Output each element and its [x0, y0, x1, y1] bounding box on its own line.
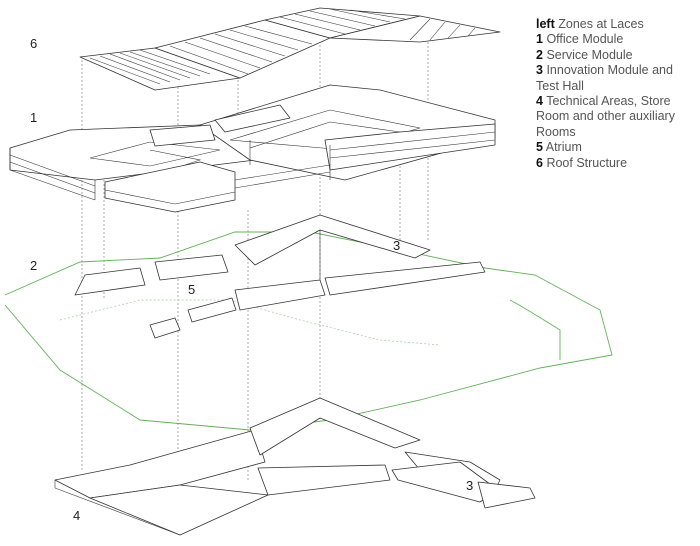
layer-labels: 6 1 2 3 5 3 4 — [30, 36, 473, 523]
legend-item: 4 Technical Areas, Store Room and other … — [536, 94, 696, 140]
legend-item: 1 Office Module — [536, 32, 696, 47]
label-technical: 4 — [73, 508, 80, 523]
legend-item-text: Technical Areas, Store Room and other au… — [536, 94, 675, 139]
label-office: 1 — [30, 110, 37, 125]
legend-item-text: Atrium — [545, 140, 582, 155]
legend-heading-key: left — [536, 17, 555, 31]
legend-item: 6 Roof Structure — [536, 156, 696, 171]
legend-item-key: 4 — [536, 94, 543, 109]
legend-heading-text: Zones at Laces — [558, 17, 644, 31]
label-service: 2 — [30, 258, 37, 273]
legend-item-key: 1 — [536, 32, 543, 47]
legend-item-key: 5 — [536, 140, 543, 155]
office-module-layer — [9, 84, 496, 213]
legend-item-text: Innovation Module and Test Hall — [536, 63, 673, 93]
legend-item-key: 3 — [536, 63, 543, 78]
roof-hatching — [89, 8, 476, 85]
technical-areas-layer — [54, 397, 536, 536]
legend-item: 3 Innovation Module and Test Hall — [536, 63, 696, 94]
legend-heading: left Zones at Laces — [536, 17, 696, 32]
service-module-layer — [4, 214, 613, 431]
legend-item-key: 6 — [536, 155, 543, 170]
site-outline — [4, 231, 613, 431]
legend-item-text: Service Module — [546, 47, 633, 62]
legend-item: 5 Atrium — [536, 140, 696, 155]
roof-structure-layer — [79, 7, 501, 91]
label-roof: 6 — [30, 36, 37, 51]
legend-item-key: 2 — [536, 47, 543, 62]
label-innovation-upper: 3 — [393, 238, 400, 253]
label-atrium: 5 — [188, 282, 195, 297]
label-innovation-lower: 3 — [466, 478, 473, 493]
legend-item: 2 Service Module — [536, 48, 696, 63]
legend: left Zones at Laces 1 Office Module 2 Se… — [536, 17, 696, 171]
legend-item-text: Roof Structure — [546, 155, 628, 170]
legend-item-text: Office Module — [546, 32, 624, 47]
